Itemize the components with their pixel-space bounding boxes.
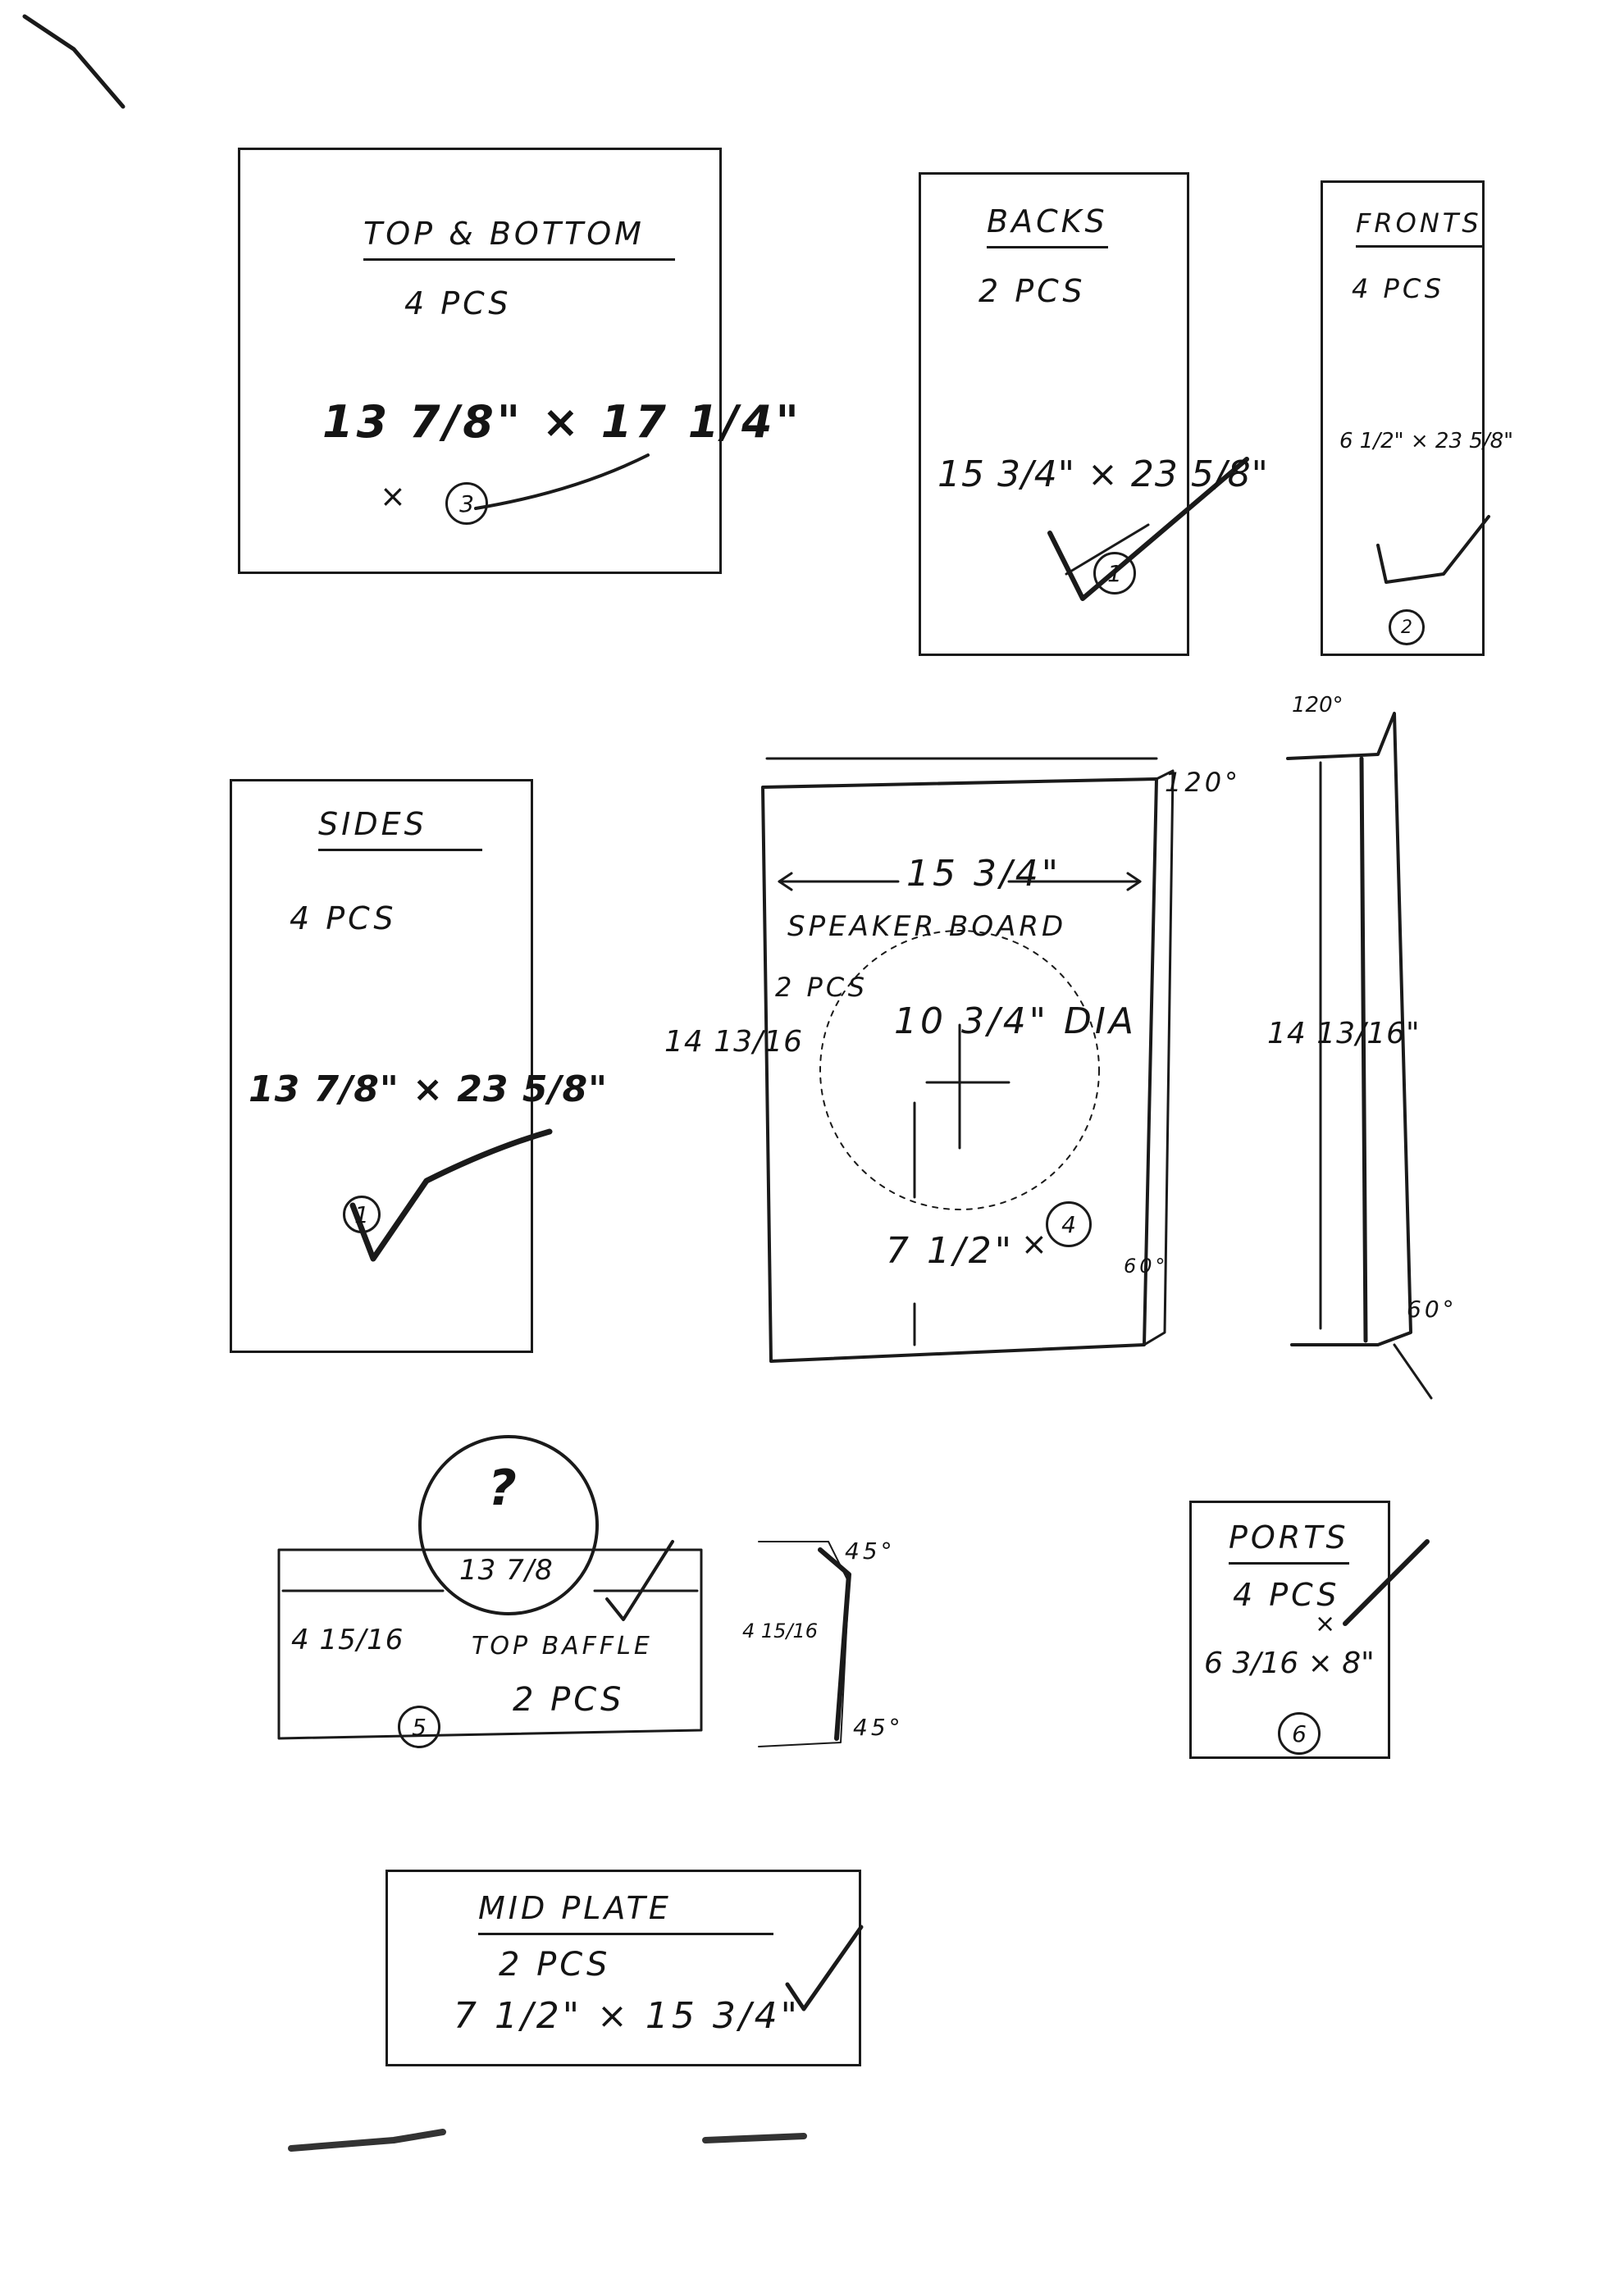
part-number-6: 6 (1278, 1712, 1321, 1755)
question-circle (418, 1435, 599, 1615)
panel-ports: PORTS 4 PCS × 6 3/16 × 8" 6 (1189, 1501, 1390, 1759)
title-ports: PORTS (1229, 1519, 1349, 1565)
part-number-5: 5 (398, 1706, 440, 1748)
wedge-angle-top: 45° (845, 1538, 896, 1565)
title-fronts: FRONTS (1356, 207, 1482, 248)
top-baffle-outline (277, 1548, 703, 1740)
panel-mid-plate: MID PLATE 2 PCS 7 1/2" × 15 3/4" (385, 1870, 861, 2066)
qty-ports: 4 PCS (1233, 1577, 1340, 1613)
side-angle-bottom: 60° (1407, 1296, 1457, 1323)
baffle-width: 13 7/8 (459, 1554, 554, 1587)
side-angle-top: 120° (1292, 693, 1343, 718)
qty-mid-plate: 2 PCS (499, 1946, 611, 1984)
wedge-angle-bottom: 45° (853, 1714, 904, 1741)
mark-speaker-board: × (1021, 1226, 1051, 1262)
panel-sides: SIDES 4 PCS 13 7/8" × 23 5/8" 1 (230, 779, 607, 1353)
speaker-board-width: 15 3/4" (906, 853, 1062, 895)
qty-speaker-board: 2 PCS (775, 972, 869, 1003)
dim-backs: 15 3/4" × 23 5/8" (937, 453, 1269, 495)
part-number-1: 1 (1093, 552, 1136, 594)
part-number-1-sides: 1 (343, 1196, 381, 1233)
speaker-center-dim: 7 1/2" (886, 1230, 1015, 1272)
check-mark-top-bottom (474, 453, 650, 510)
qty-sides: 4 PCS (290, 900, 397, 936)
dim-ports: 6 3/16 × 8" (1204, 1647, 1375, 1680)
title-speaker-board: SPEAKER BOARD (787, 910, 1067, 943)
part-number-2: 2 (1389, 609, 1425, 645)
panel-backs: BACKS 2 PCS 15 3/4" × 23 5/8" 1 (919, 172, 1268, 656)
side-profile-outline (1286, 712, 1412, 1346)
baffle-question-mark: ? (488, 1460, 520, 1517)
check-mark-fronts (1376, 515, 1490, 584)
speaker-angle-top: 120° (1165, 767, 1242, 798)
title-top-baffle: TOP BAFFLE (472, 1632, 653, 1660)
part-number-3: 3 (445, 482, 488, 525)
panel-fronts: FRONTS 4 PCS 6 1/2" × 23 5/8" 2 (1321, 180, 1513, 656)
dim-top-bottom: 13 7/8" × 17 1/4" (322, 396, 802, 448)
side-height: 14 13/16" (1267, 1017, 1421, 1050)
speaker-board-height: 14 13/16 (664, 1025, 803, 1059)
speaker-hole-diameter: 10 3/4" DIA (894, 1000, 1137, 1042)
qty-top-bottom: 4 PCS (404, 285, 512, 321)
title-top-bottom: TOP & BOTTOM (363, 216, 675, 261)
part-number-4: 4 (1046, 1201, 1092, 1247)
qty-fronts: 4 PCS (1352, 273, 1445, 304)
speaker-angle-bottom: 60° (1124, 1255, 1169, 1278)
check-mark-sides (349, 1128, 553, 1262)
check-mark-mid-plate (785, 1925, 864, 2011)
title-backs: BACKS (987, 203, 1108, 248)
mark-top-bottom: × (380, 478, 409, 514)
panel-top-bottom: TOP & BOTTOM 4 PCS 13 7/8" × 17 1/4" × 3 (238, 148, 799, 574)
mark-ports: × (1315, 1610, 1339, 1638)
check-mark-backs (1047, 457, 1249, 601)
dim-fronts: 6 1/2" × 23 5/8" (1339, 429, 1514, 453)
qty-top-baffle: 2 PCS (513, 1681, 625, 1719)
title-sides: SIDES (318, 806, 482, 851)
baffle-height: 4 15/16 (291, 1624, 404, 1656)
speaker-hole-circle (819, 930, 1100, 1210)
wedge-height: 4 15/16 (742, 1620, 819, 1642)
check-mark-top-baffle (605, 1540, 674, 1621)
qty-backs: 2 PCS (979, 273, 1086, 309)
hole-center-cross (925, 1023, 1010, 1150)
corner-scribble (22, 14, 125, 109)
dim-mid-plate: 7 1/2" × 15 3/4" (454, 1995, 801, 2037)
title-mid-plate: MID PLATE (478, 1890, 773, 1935)
dim-sides: 13 7/8" × 23 5/8" (249, 1068, 609, 1110)
check-mark-ports (1343, 1539, 1430, 1626)
